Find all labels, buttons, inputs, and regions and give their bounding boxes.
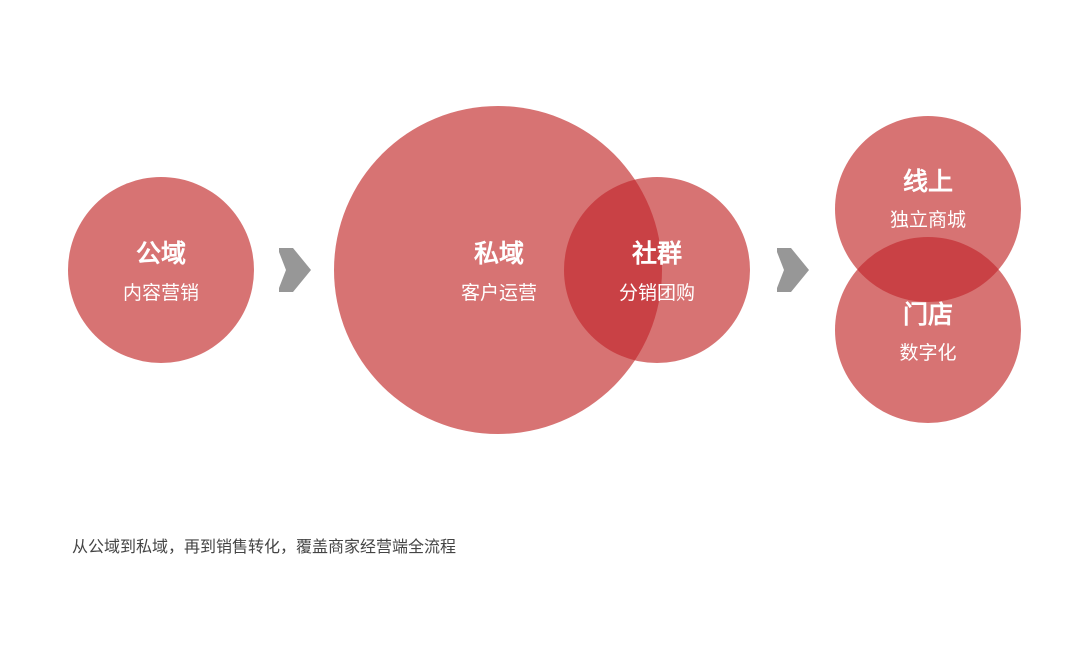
private-domain-title: 私域 bbox=[474, 239, 524, 268]
online-subtitle: 独立商城 bbox=[890, 209, 966, 231]
arrow-right-icon bbox=[279, 248, 311, 292]
public-domain-title: 公域 bbox=[136, 239, 186, 268]
public-domain-circle bbox=[68, 177, 254, 363]
public-domain-subtitle: 内容营销 bbox=[123, 282, 199, 304]
public-domain-node: 公域 内容营销 bbox=[68, 177, 254, 363]
community-title: 社群 bbox=[632, 239, 682, 268]
private-domain-group: 私域 客户运营 社群 分销团购 bbox=[334, 106, 750, 434]
online-title: 线上 bbox=[903, 167, 953, 196]
community-subtitle: 分销团购 bbox=[619, 282, 695, 304]
private-domain-subtitle: 客户运营 bbox=[461, 282, 537, 304]
private-community-overlap bbox=[564, 177, 662, 363]
private-domain-circle bbox=[334, 106, 662, 434]
diagram-caption: 从公域到私域，再到销售转化，覆盖商家经营端全流程 bbox=[72, 537, 457, 556]
store-subtitle: 数字化 bbox=[899, 342, 956, 364]
arrow-right-icon bbox=[777, 248, 809, 292]
online-store-group: 线上 独立商城 门店 数字化 bbox=[835, 116, 1021, 423]
online-store-overlap bbox=[835, 237, 1021, 302]
store-title: 门店 bbox=[903, 300, 953, 329]
